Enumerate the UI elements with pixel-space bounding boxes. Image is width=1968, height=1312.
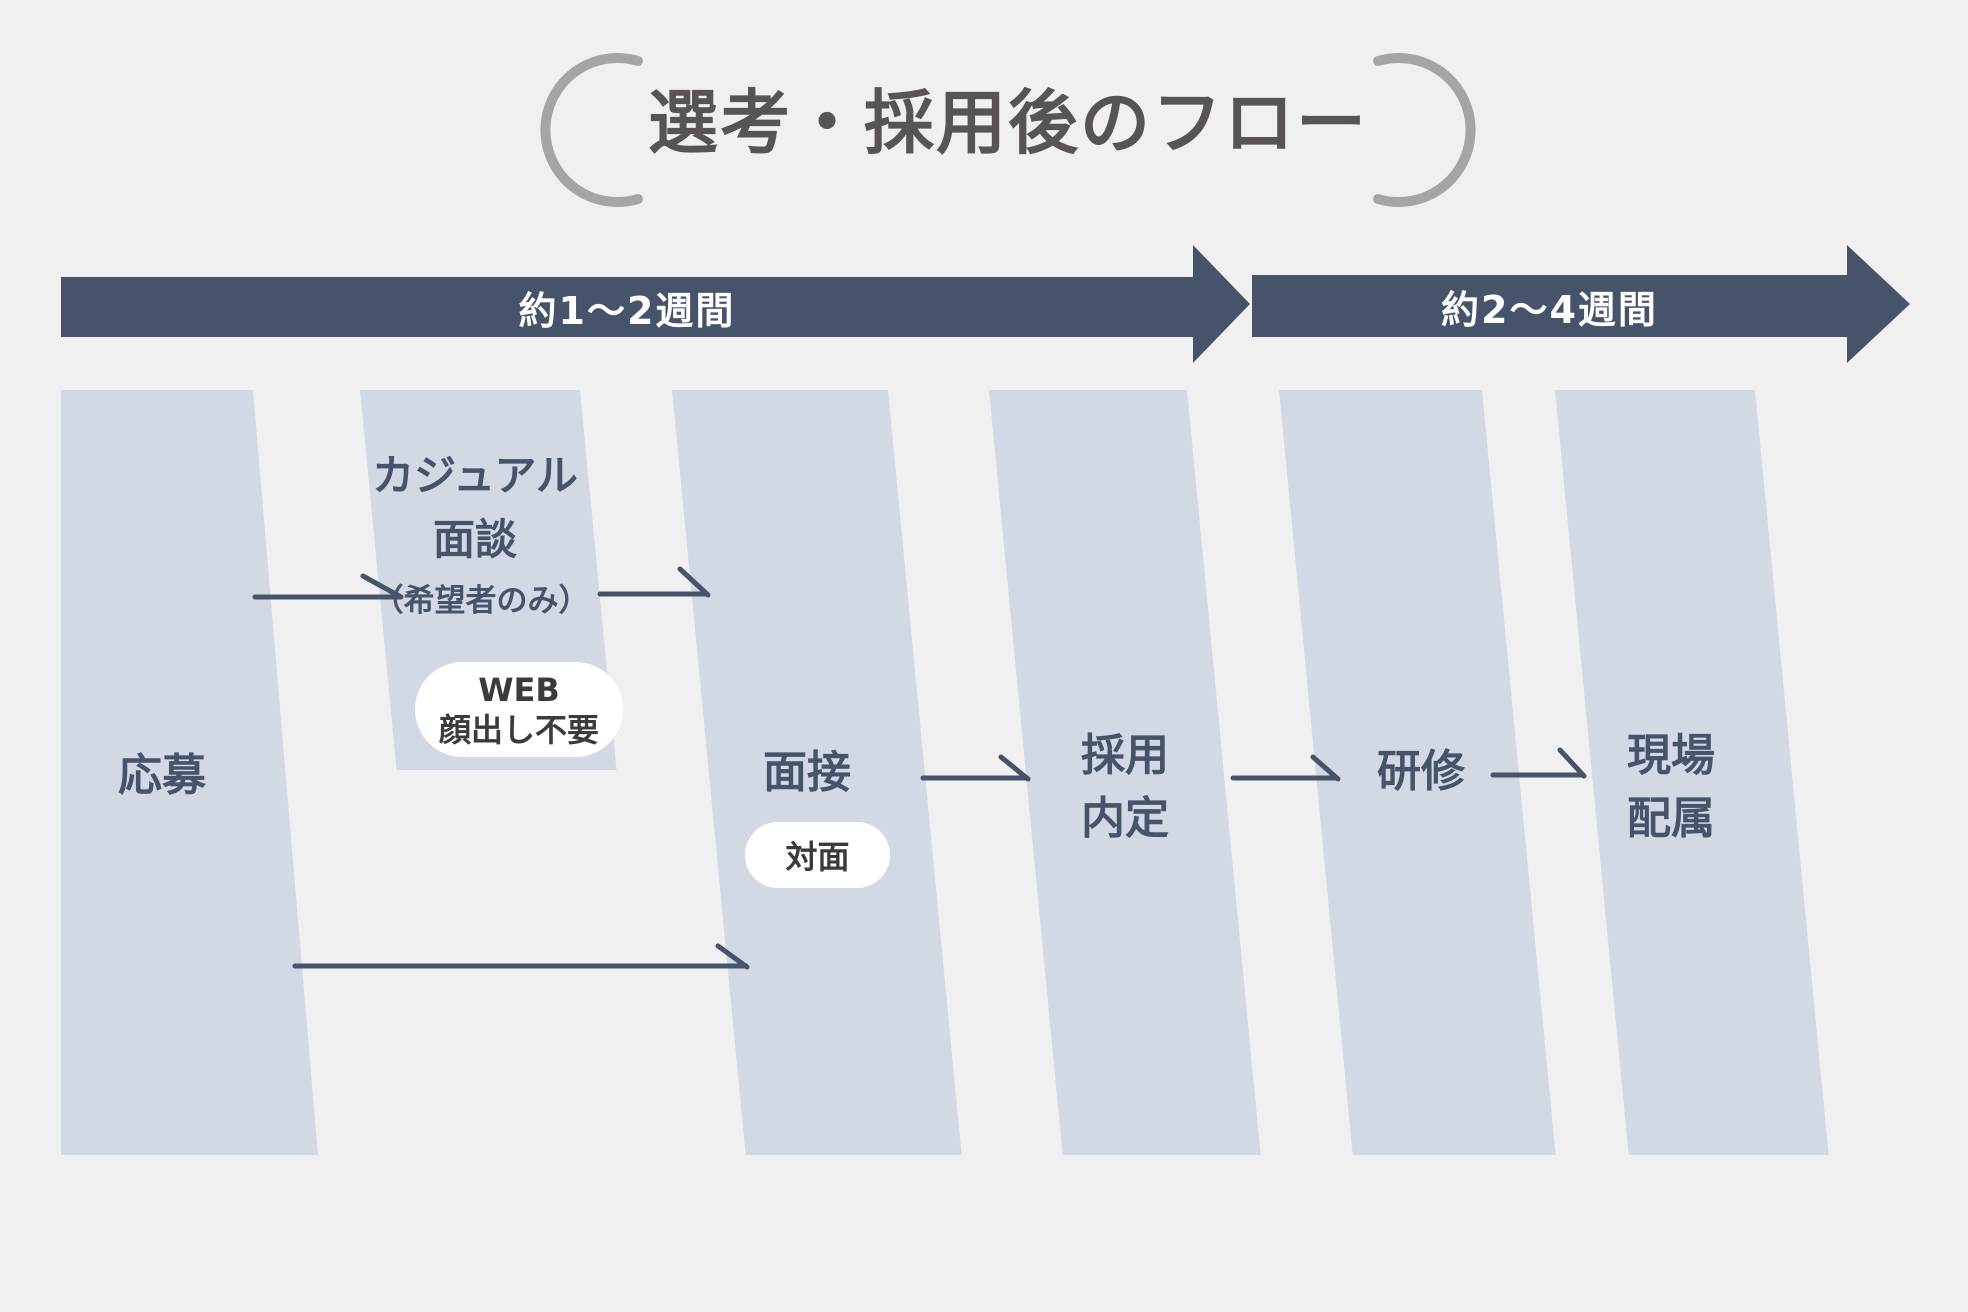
step-label-offer: 採用内定	[975, 724, 1275, 850]
phase2-duration-arrow: 約2〜4週間	[1252, 245, 1910, 363]
page-title: 選考・採用後のフロー	[648, 82, 1368, 164]
arrow-apply-direct-to-interview-icon	[292, 943, 750, 970]
step-label-interview: 面接	[763, 747, 851, 798]
step-label-training: 研修	[1377, 746, 1465, 797]
offer-line1: 採用	[1081, 730, 1169, 781]
in-person-badge-label: 対面	[785, 838, 850, 876]
offer-line2: 内定	[1081, 793, 1169, 844]
step-label-apply: 応募	[118, 750, 206, 801]
phase1-duration-arrow: 約1〜2週間	[61, 245, 1250, 363]
assignment-line1: 現場	[1627, 730, 1715, 781]
step-label-assignment: 現場配属	[1521, 724, 1821, 850]
phase1-duration-label: 約1〜2週間	[518, 288, 736, 333]
web-badge-line2: 顔出し不要	[438, 710, 599, 749]
web-badge-line1: WEB	[478, 670, 560, 709]
web-no-camera-badge: WEB 顔出し不要	[415, 662, 623, 757]
casual-line2: 面談	[432, 515, 517, 564]
step-note-optional: （希望者のみ）	[372, 583, 590, 619]
assignment-line2: 配属	[1627, 793, 1715, 844]
phase2-duration-label: 約2〜4週間	[1441, 287, 1658, 332]
in-person-badge: 対面	[745, 822, 890, 888]
step-label-casual-interview: カジュアル面談	[325, 444, 625, 572]
casual-line1: カジュアル	[372, 451, 578, 500]
